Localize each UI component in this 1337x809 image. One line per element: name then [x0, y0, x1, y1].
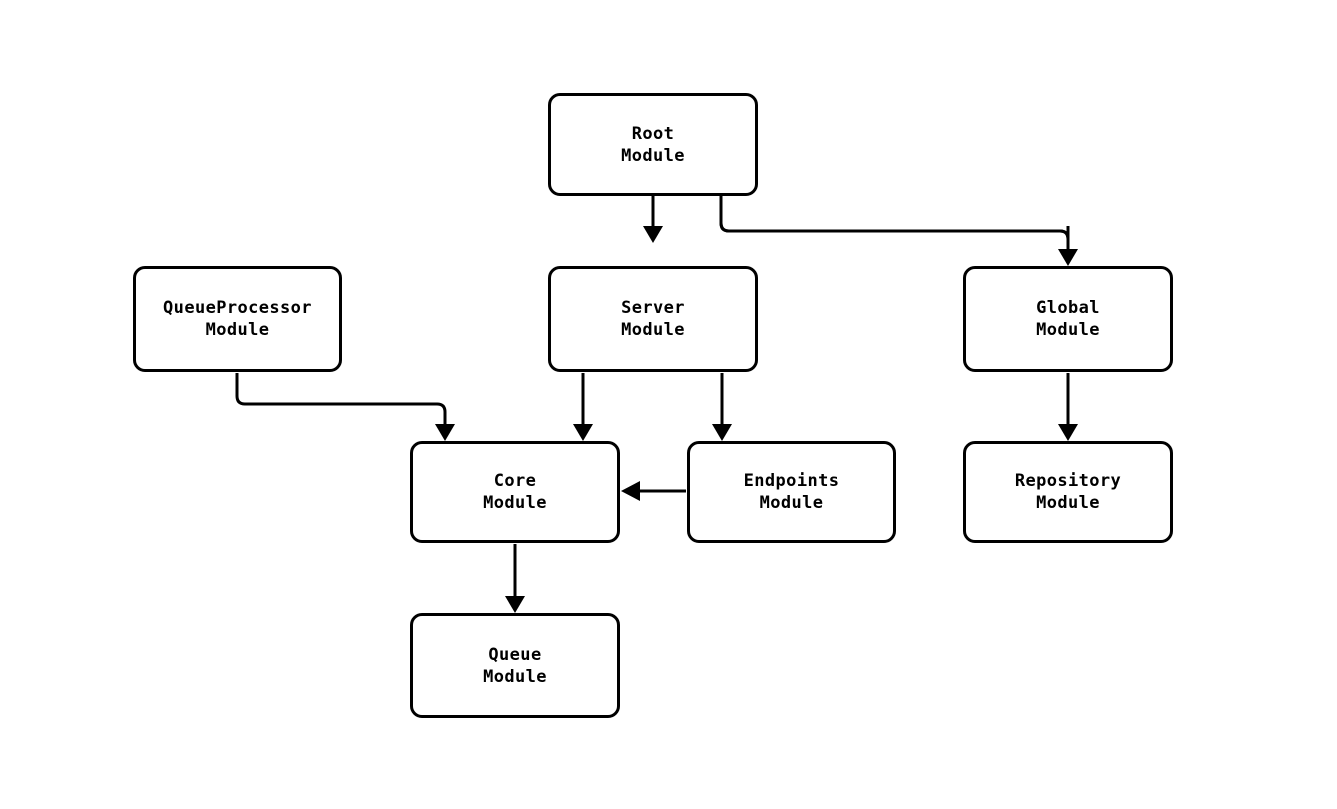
node-endpoints-module[interactable]: Endpoints Module — [687, 441, 896, 543]
edge-queueprocessor-to-core — [235, 373, 455, 441]
edge-core-to-queue — [505, 544, 525, 613]
node-global-module-name: Global — [1036, 298, 1100, 318]
edge-endpoints-to-core — [621, 481, 686, 501]
node-server-module-suffix: Module — [621, 320, 685, 340]
node-queueprocessor-module[interactable]: QueueProcessor Module — [133, 266, 342, 372]
node-core-module[interactable]: Core Module — [410, 441, 620, 543]
node-endpoints-module-suffix: Module — [759, 493, 824, 513]
node-queueprocessor-module-name: QueueProcessor — [163, 298, 312, 318]
node-server-module[interactable]: Server Module — [548, 266, 758, 372]
edge-global-to-repository — [1058, 373, 1078, 441]
node-queue-module-name: Queue — [488, 644, 542, 665]
node-root-module-name: Root — [631, 123, 675, 144]
node-repository-module-suffix: Module — [1036, 493, 1100, 513]
node-repository-module[interactable]: Repository Module — [963, 441, 1173, 543]
edge-root-to-server — [643, 196, 663, 243]
node-global-module[interactable]: Global Module — [963, 266, 1173, 372]
node-server-module-name: Server — [621, 298, 685, 318]
node-core-module-suffix: Module — [483, 493, 547, 513]
node-root-module[interactable]: Root Module — [548, 93, 758, 196]
node-core-module-name: Core — [493, 471, 537, 491]
node-queueprocessor-module-suffix: Module — [205, 320, 270, 340]
node-global-module-suffix: Module — [1036, 320, 1100, 340]
edge-server-to-core — [573, 373, 593, 441]
node-queue-module-suffix: Module — [483, 666, 547, 687]
node-queue-module[interactable]: Queue Module — [410, 613, 620, 718]
node-endpoints-module-name: Endpoints — [743, 471, 840, 491]
edge-server-to-endpoints — [712, 373, 732, 441]
edge-root-to-global — [719, 196, 1078, 266]
node-repository-module-name: Repository — [1014, 471, 1122, 491]
node-root-module-suffix: Module — [621, 145, 685, 166]
